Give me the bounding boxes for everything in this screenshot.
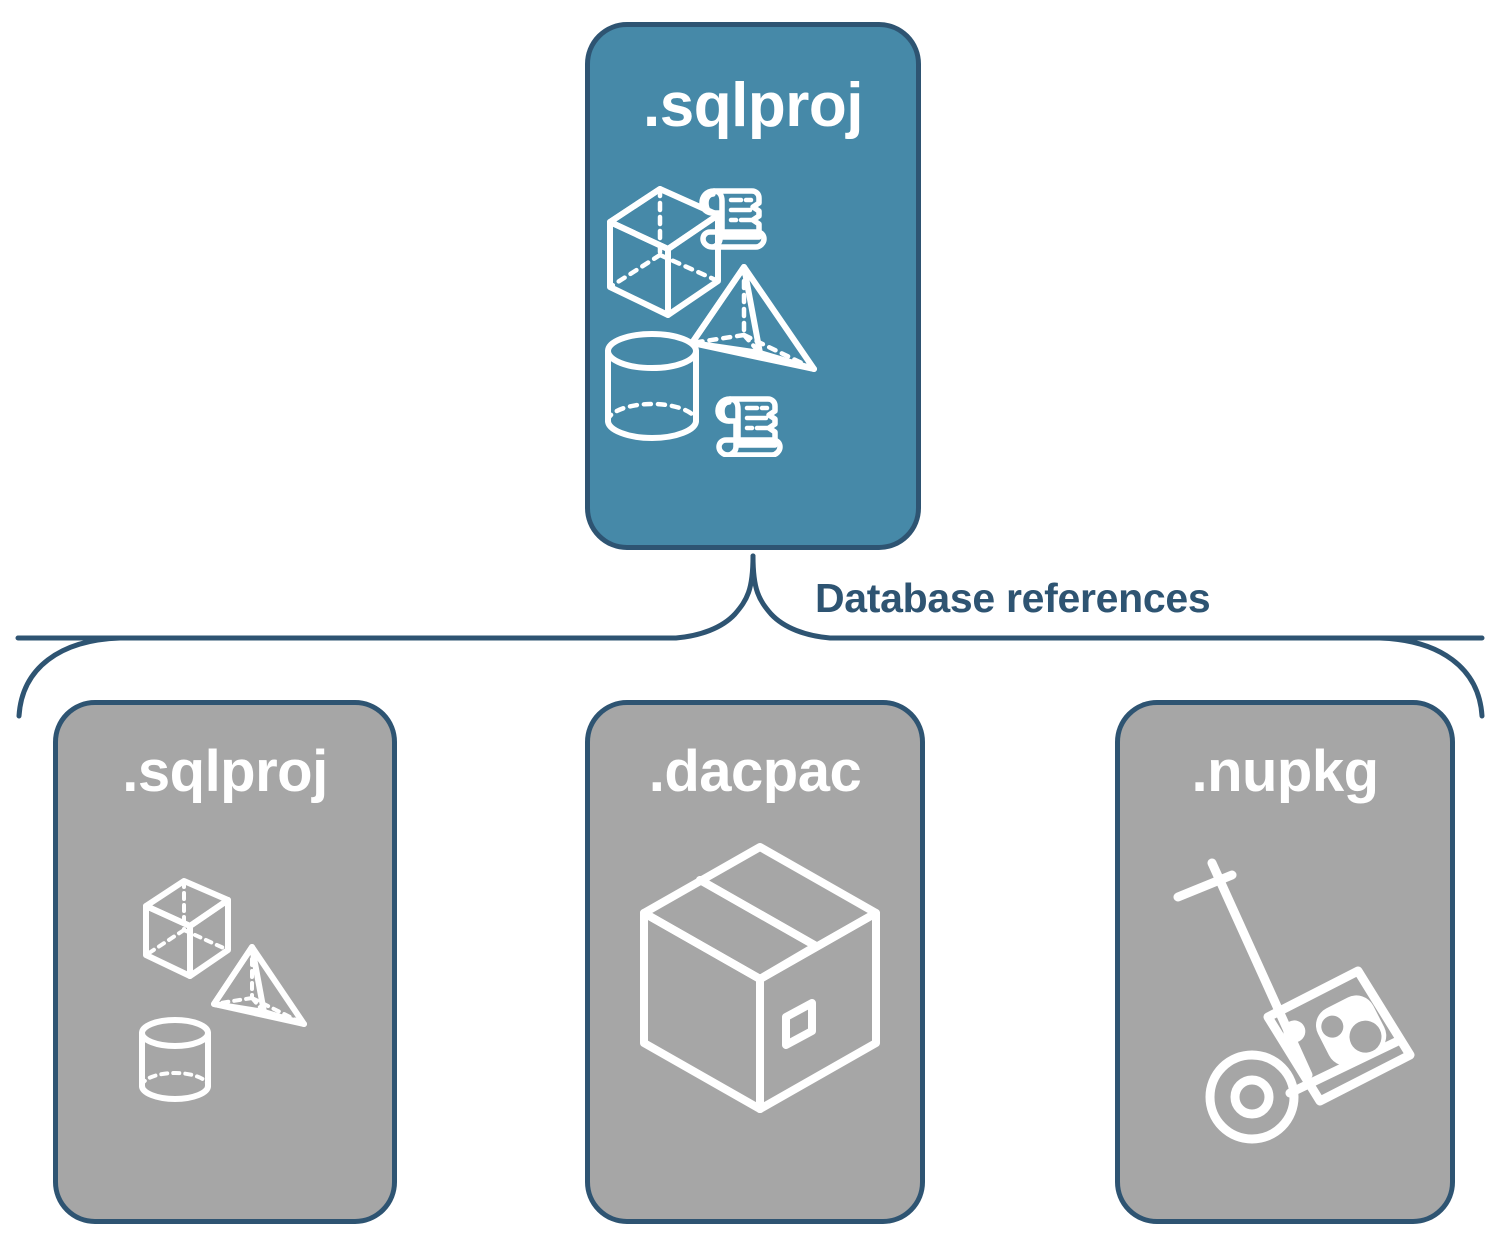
card-ref-sqlproj-title: .sqlproj: [122, 739, 328, 804]
card-ref-sqlproj[interactable]: .sqlproj: [53, 700, 397, 1224]
dacpac-icon-svg: [640, 843, 880, 1113]
package-box-icon: [640, 843, 880, 1113]
card-ref-nupkg-icon-group: [1120, 835, 1450, 1145]
card-ref-nupkg-title: .nupkg: [1191, 739, 1379, 804]
card-ref-dacpac-icon-group: [590, 835, 920, 1135]
cylinder-icon: [139, 1017, 211, 1102]
pyramid-icon: [211, 944, 307, 1027]
root-icons-svg: [605, 186, 817, 457]
cylinder-icon: [605, 331, 699, 441]
card-ref-sqlproj-icon-group: [58, 855, 392, 1125]
card-root-title: .sqlproj: [643, 71, 863, 140]
nuget-logo-holes: [1321, 1015, 1382, 1053]
scroll-icon: [699, 188, 767, 250]
pyramid-icon: [689, 264, 817, 372]
card-ref-dacpac-title: .dacpac: [648, 739, 862, 804]
card-ref-dacpac[interactable]: .dacpac: [585, 700, 925, 1224]
card-root-sqlproj[interactable]: .sqlproj: [585, 22, 921, 550]
hand-truck-nuget-icon: [1173, 858, 1415, 1144]
nupkg-icon-svg: [1173, 858, 1415, 1144]
cube-icon: [143, 878, 231, 979]
sqlproj-ref-icons-svg: [139, 878, 307, 1102]
card-ref-nupkg[interactable]: .nupkg: [1115, 700, 1455, 1224]
connector-label: Database references: [815, 575, 1211, 621]
card-root-icon-group: [590, 177, 916, 457]
scroll-icon: [715, 396, 783, 457]
